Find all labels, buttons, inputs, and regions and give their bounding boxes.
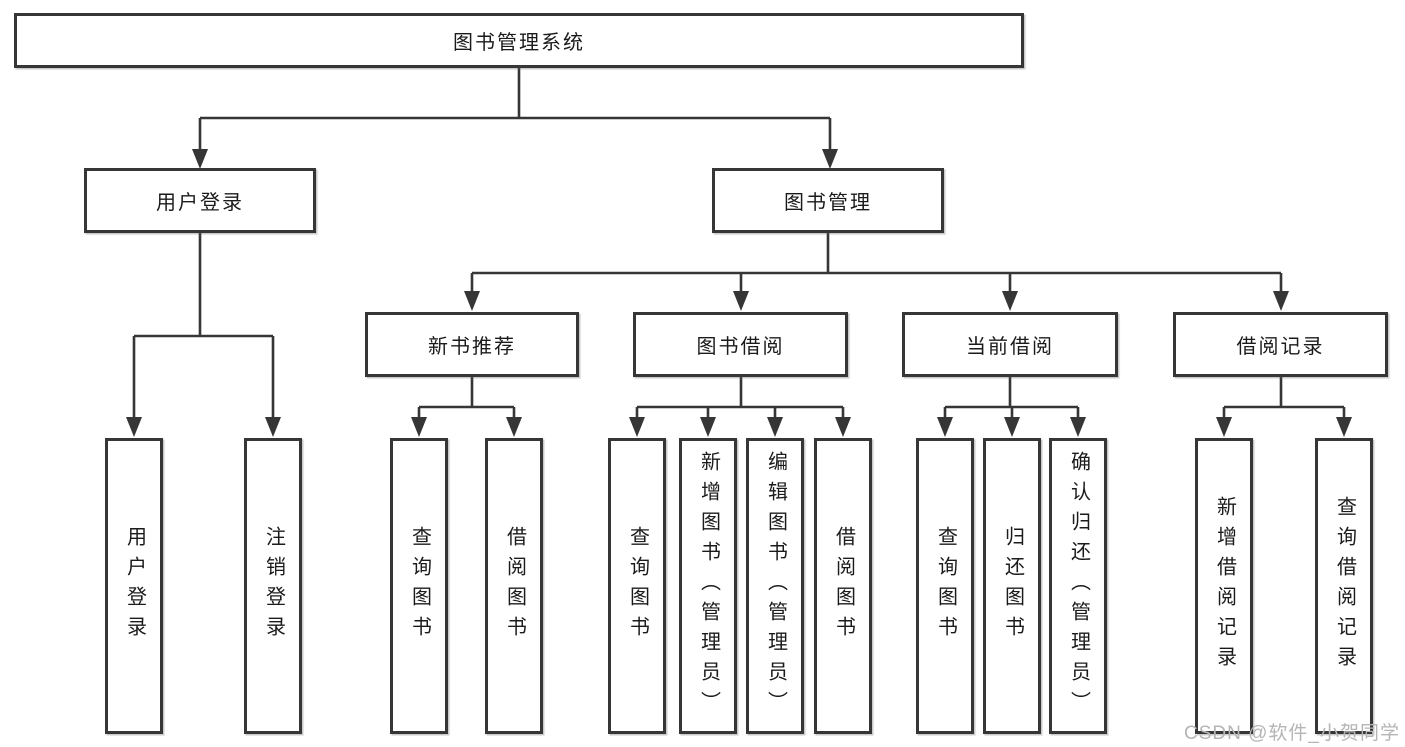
watermark-csdn: CSDN @软件_小贺同学 <box>1184 723 1400 744</box>
node-label: 新增借阅记录 <box>1213 496 1236 676</box>
node-label: 当前借阅 <box>966 336 1054 358</box>
node-label: 用户登录 <box>156 192 244 214</box>
node-book-borrowing: 图书借阅 <box>633 312 848 377</box>
node-label: 图书管理 <box>784 192 872 214</box>
leaf-edit-books-admin: 编辑图书（管理员） <box>746 438 804 734</box>
node-label: 归还图书 <box>1001 526 1024 646</box>
leaf-return-books: 归还图书 <box>983 438 1041 734</box>
node-borrowing-records: 借阅记录 <box>1173 312 1388 377</box>
node-label: 注销登录 <box>262 526 285 646</box>
node-new-book-recommendation: 新书推荐 <box>365 312 579 377</box>
node-label: 新书推荐 <box>428 336 516 358</box>
node-label: 用户登录 <box>123 526 146 646</box>
node-label: 查询借阅记录 <box>1333 496 1356 676</box>
leaf-query-books-borrowing: 查询图书 <box>608 438 666 734</box>
node-label: 借阅图书 <box>832 526 855 646</box>
node-label: 图书管理系统 <box>453 32 585 54</box>
node-label: 编辑图书（管理员） <box>764 451 787 721</box>
leaf-query-books-current: 查询图书 <box>916 438 974 734</box>
leaf-borrow-books-borrowing: 借阅图书 <box>814 438 872 734</box>
leaf-add-borrow-record: 新增借阅记录 <box>1195 438 1253 734</box>
leaf-confirm-return-admin: 确认归还（管理员） <box>1049 438 1107 734</box>
leaf-logout: 注销登录 <box>244 438 302 734</box>
node-book-management: 图书管理 <box>712 168 944 233</box>
leaf-user-login: 用户登录 <box>105 438 163 734</box>
node-label: 新增图书（管理员） <box>697 451 720 721</box>
node-label: 查询图书 <box>626 526 649 646</box>
leaf-query-borrow-record: 查询借阅记录 <box>1315 438 1373 734</box>
node-label: 借阅记录 <box>1236 336 1325 358</box>
connector-arrowheads <box>126 149 1352 437</box>
node-user-login: 用户登录 <box>84 168 316 233</box>
node-label: 借阅图书 <box>503 526 526 646</box>
node-label: 确认归还（管理员） <box>1067 451 1090 721</box>
node-label: 查询图书 <box>934 526 957 646</box>
node-label: 查询图书 <box>408 526 431 646</box>
connector-lines <box>132 68 1346 432</box>
leaf-query-books-recommend: 查询图书 <box>390 438 448 734</box>
node-current-borrowing: 当前借阅 <box>902 312 1118 377</box>
leaf-borrow-books-recommend: 借阅图书 <box>485 438 543 734</box>
node-label: 图书借阅 <box>696 336 785 358</box>
node-library-management-system: 图书管理系统 <box>14 13 1024 68</box>
leaf-add-books-admin: 新增图书（管理员） <box>679 438 737 734</box>
